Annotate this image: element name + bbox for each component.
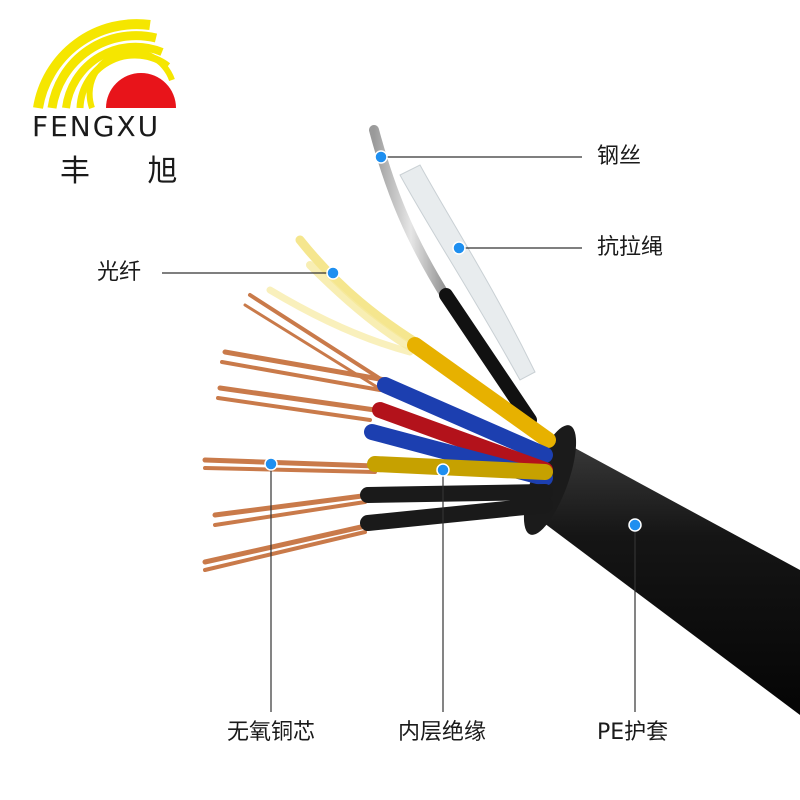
marker-oxygen-free-copper-icon xyxy=(264,457,278,471)
label-steel-wire: 钢丝 xyxy=(597,144,642,169)
label-pe-jacket: PE护套 xyxy=(597,720,669,745)
marker-tensile-rope-icon xyxy=(452,241,466,255)
marker-pe-jacket-icon xyxy=(628,518,642,532)
label-oxygen-free-copper: 无氧铜芯 xyxy=(227,720,316,745)
marker-steel-wire-icon xyxy=(374,150,388,164)
brand-name-cn: 丰 旭 xyxy=(60,154,202,189)
optical-fibers xyxy=(266,235,556,448)
insulated-conductors xyxy=(360,377,553,531)
tensile-rope xyxy=(399,164,536,381)
label-inner-insulation: 内层绝缘 xyxy=(398,720,487,745)
leader-lines xyxy=(162,156,636,712)
label-optical-fiber: 光纤 xyxy=(97,260,142,285)
pe-jacket-body xyxy=(523,425,800,715)
marker-inner-insulation-icon xyxy=(436,463,450,477)
marker-optical-fiber-icon xyxy=(326,266,340,280)
marker-dots xyxy=(264,150,642,532)
brand-name-en: FENGXU xyxy=(32,110,161,143)
copper-strands xyxy=(202,293,392,572)
brand-logo-icon xyxy=(33,19,176,109)
label-tensile-rope: 抗拉绳 xyxy=(597,235,664,260)
